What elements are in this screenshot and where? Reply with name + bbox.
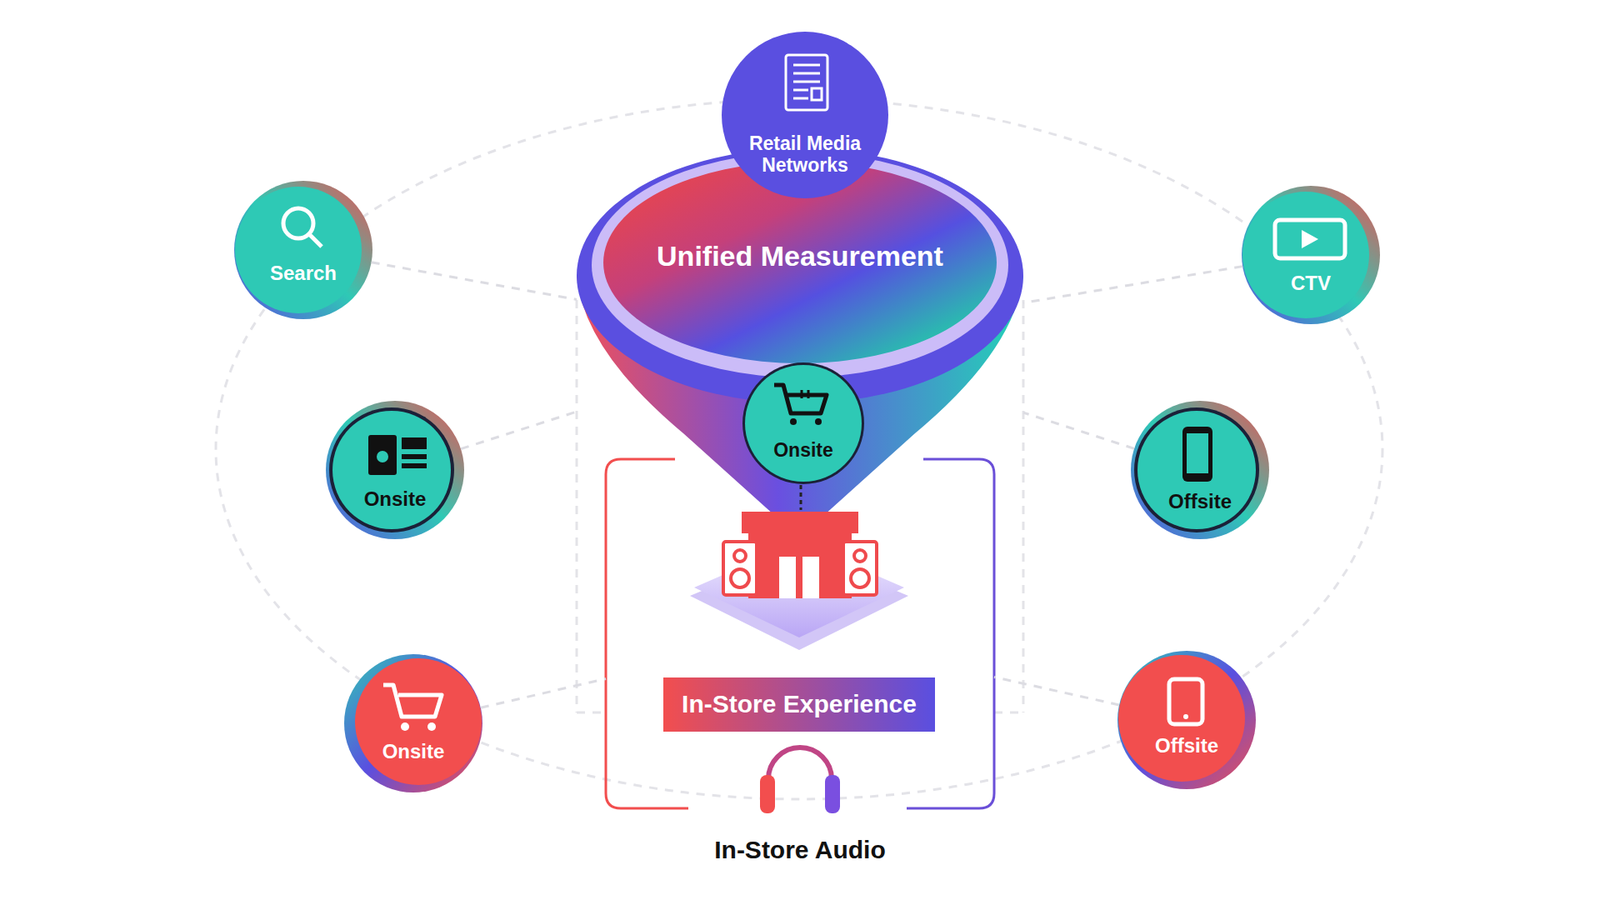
node-label: Onsite — [340, 487, 450, 511]
dashed-connector — [460, 411, 577, 450]
node-label: Offsite — [1145, 490, 1255, 514]
channel-circle: Onsite — [325, 400, 465, 540]
onsite-circle: Onsite — [742, 362, 865, 485]
experience-band: In-Store Experience — [663, 677, 935, 732]
node-label: Offsite — [1128, 734, 1245, 758]
node-label: In-Store Audio — [633, 835, 967, 865]
network-circle: Retail Media Networks — [721, 31, 889, 199]
node-label: CTV — [1252, 271, 1370, 295]
node-label: Retail Media Networks — [731, 132, 879, 177]
dashed-connector — [1023, 266, 1243, 304]
dashed-connector — [1023, 412, 1135, 449]
node-label: Unified Measurement — [616, 240, 984, 273]
in-store-bracket: In-Store AudioIn-Store Experience — [605, 459, 995, 809]
channel-circle: Onsite — [344, 654, 483, 793]
channel-circle: CTV — [1241, 185, 1380, 325]
dashed-connector — [371, 262, 577, 300]
channel-circle: Offsite — [1130, 400, 1270, 540]
node-label: In-Store Experience — [663, 690, 935, 720]
channel-circle: Offsite — [1117, 650, 1256, 790]
channel-circle: Search — [234, 180, 373, 320]
node-label: Onsite — [753, 439, 854, 461]
dashed-connector — [480, 678, 606, 708]
measurement-funnel: Unified MeasurementOnsite — [576, 142, 1024, 538]
node-label: Search — [245, 261, 362, 285]
dashed-connector — [994, 676, 1120, 705]
node-label: Onsite — [355, 740, 472, 764]
